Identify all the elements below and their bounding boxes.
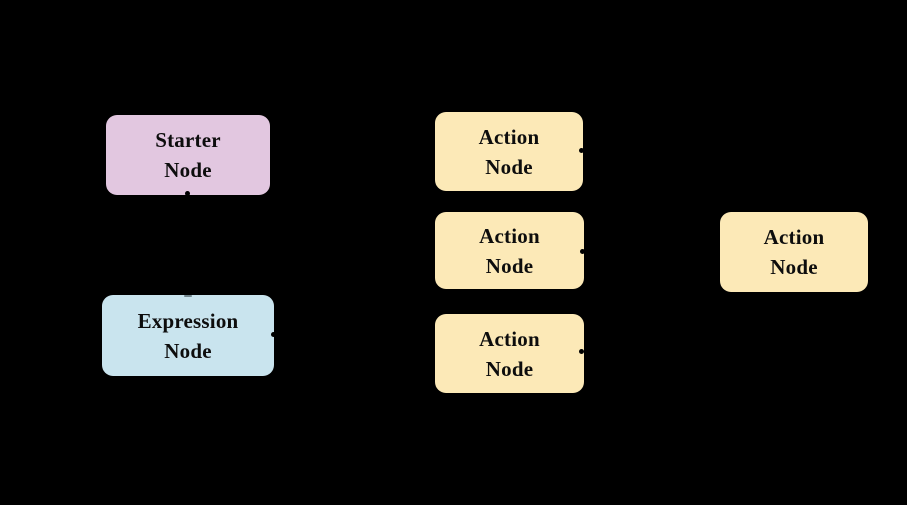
starter-node-label: Starter Node <box>155 128 221 182</box>
expression-node-label: Expression Node <box>137 308 239 363</box>
action-node-1-label: Action Node <box>478 124 540 179</box>
connector-dot-action-3-right <box>579 349 584 354</box>
connector-dot-action-1-right <box>579 148 584 153</box>
connector-dot-starter-bottom <box>185 191 190 196</box>
connector-smudge-expression-top <box>184 295 192 297</box>
action-node-4: Action Node <box>720 212 868 292</box>
starter-node: Starter Node <box>106 115 270 195</box>
action-node-2-label: Action Node <box>479 223 540 278</box>
expression-node: Expression Node <box>102 295 274 376</box>
action-node-2: Action Node <box>435 212 584 289</box>
action-node-3-label: Action Node <box>479 326 540 381</box>
action-node-4-label: Action Node <box>763 225 825 279</box>
action-node-3: Action Node <box>435 314 584 393</box>
connector-dot-expression-right <box>271 332 276 337</box>
action-node-1: Action Node <box>435 112 583 191</box>
connector-dot-action-2-right <box>580 249 585 254</box>
